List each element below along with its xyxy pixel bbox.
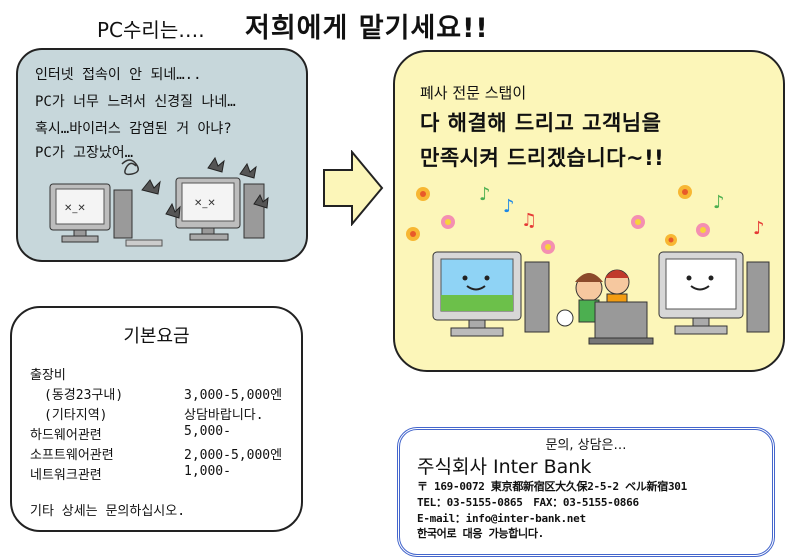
headline-big: 저희에게 맡기세요!! <box>245 13 489 44</box>
fee-label: 출장비 <box>30 368 66 383</box>
problem-line: PC가 너무 느려서 신경질 나네… <box>35 94 236 110</box>
flower-icon <box>406 185 710 254</box>
headline: PC수리는…. 저희에게 맡기세요!! <box>0 6 800 44</box>
svg-text:✕_✕: ✕_✕ <box>194 198 216 209</box>
svg-text:♪: ♪ <box>713 192 725 213</box>
contact-address: 〒 169-0072 東京都新宿区大久保2-5-2 ベル新宿301 <box>417 480 687 493</box>
fee-label: (동경23구내) <box>44 388 124 403</box>
contact-phone-fax: TEL：03-5155-0865 FAX：03-5155-0866 <box>417 496 639 509</box>
solution-tagline: 폐사 전문 스탭이 <box>420 84 527 102</box>
fee-title: 기본요금 <box>123 326 190 347</box>
arrow-right-icon <box>323 150 384 226</box>
virus-bug-icon <box>141 156 269 219</box>
contact-heading: 문의, 상담은… <box>545 438 627 453</box>
broken-computer-icon: ✕_✕ ✕_✕ <box>49 156 269 247</box>
happy-computer-icon: ♪ ♫ ♪ ♪ ♪ <box>406 184 770 345</box>
problem-line: 인터넷 접속이 안 되네….. <box>35 67 202 83</box>
music-note-icon: ♪ ♫ ♪ ♪ ♪ <box>479 184 765 239</box>
fee-panel: 기본요금 출장비 (동경23구내) 3,000-5,000엔 (기타지역) 상담… <box>10 306 303 532</box>
svg-text:✕_✕: ✕_✕ <box>64 203 86 214</box>
solution-headline-2: 만족시켜 드리겠습니다~!! <box>420 146 665 170</box>
problem-line: 혹시…바이러스 감염된 거 아냐? <box>35 121 232 137</box>
fee-label: 소프트웨어관련 <box>30 448 114 463</box>
fee-footer: 기타 상세는 문의하십시오. <box>30 504 186 519</box>
contact-note: 한국어로 대응 가능합니다. <box>417 527 544 540</box>
fee-value: 1,000- <box>184 464 231 479</box>
solution-bubble: 폐사 전문 스탭이 다 해결해 드리고 고객님을 만족시켜 드리겠습니다~!! … <box>393 50 785 372</box>
company-name: 주식회사 Inter Bank <box>417 456 592 478</box>
fee-value: 5,000- <box>184 424 231 439</box>
fee-value: 2,000-5,000엔 <box>184 448 283 463</box>
contact-email[interactable]: E-mail：info@inter-bank.net <box>417 512 586 525</box>
fee-label: 하드웨어관련 <box>30 428 102 443</box>
svg-text:♪: ♪ <box>479 184 491 205</box>
headline-small: PC수리는…. <box>97 18 205 42</box>
fee-label: (기타지역) <box>44 408 108 423</box>
problem-bubble: 인터넷 접속이 안 되네….. PC가 너무 느려서 신경질 나네… 혹시…바이… <box>16 48 308 262</box>
fee-value: 상담바랍니다. <box>184 408 264 423</box>
fee-value: 3,000-5,000엔 <box>184 388 283 403</box>
problem-line: PC가 고장났어… <box>35 145 134 161</box>
contact-box: 문의, 상담은… 주식회사 Inter Bank 〒 169-0072 東京都新… <box>397 427 775 557</box>
svg-text:♫: ♫ <box>521 210 537 231</box>
solution-headline-1: 다 해결해 드리고 고객님을 <box>420 111 662 135</box>
fee-label: 네트워크관련 <box>30 468 102 483</box>
svg-text:♪: ♪ <box>503 196 515 217</box>
svg-text:♪: ♪ <box>753 218 765 239</box>
